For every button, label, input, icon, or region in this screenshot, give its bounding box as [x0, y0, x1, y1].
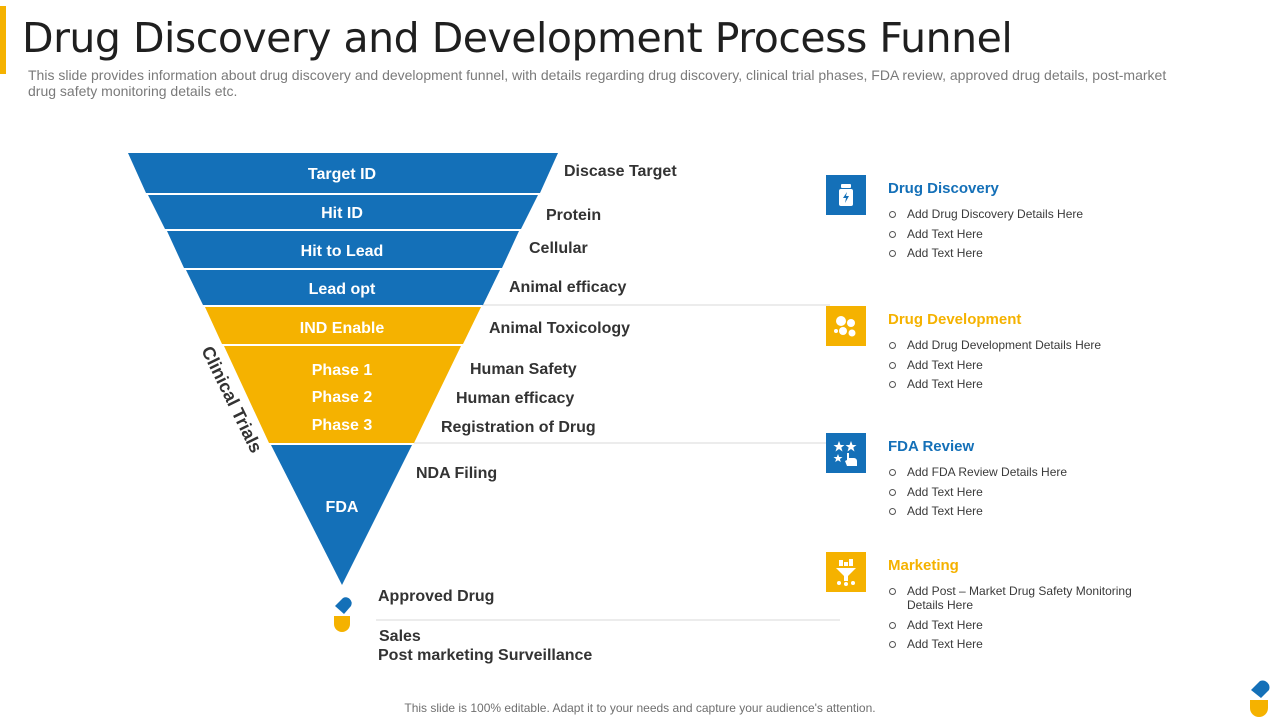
- footer-note: This slide is 100% editable. Adapt it to…: [404, 701, 876, 715]
- label-animal-efficacy: Animal efficacy: [509, 279, 627, 296]
- label-protein: Protein: [546, 207, 602, 224]
- list-item: Add Text Here: [888, 504, 1158, 518]
- phase-label: Phase 1: [312, 362, 373, 379]
- list-item: Add Text Here: [888, 246, 1158, 260]
- stars-hand-icon: [826, 433, 866, 473]
- label-animal-toxicology: Animal Toxicology: [489, 320, 631, 337]
- medicine-bottle-icon: [826, 175, 866, 215]
- funnel-band-target-id: [128, 153, 558, 193]
- funnel-band-ind-enable: [205, 307, 481, 344]
- funnel-band-phases: [224, 346, 461, 443]
- phase-label: Phase 2: [312, 389, 373, 406]
- label-post-marketing: Post marketing Surveillance: [378, 647, 593, 664]
- list-item: Add Post – Market Drug Safety Monitoring…: [888, 584, 1158, 612]
- section-list: Add Drug Development Details Here Add Te…: [888, 338, 1158, 397]
- section-list: Add Post – Market Drug Safety Monitoring…: [888, 584, 1158, 657]
- list-item: Add Drug Development Details Here: [888, 338, 1158, 352]
- funnel-band-hit-to-lead: [167, 231, 519, 268]
- section-list: Add FDA Review Details Here Add Text Her…: [888, 465, 1158, 524]
- label-disease-target: Discase Target: [564, 163, 677, 180]
- list-item: Add Drug Discovery Details Here: [888, 207, 1158, 221]
- list-item: Add Text Here: [888, 377, 1158, 391]
- label-approved-drug: Approved Drug: [378, 588, 495, 605]
- page-subtitle: This slide provides information about dr…: [28, 67, 1167, 99]
- list-item: Add Text Here: [888, 227, 1158, 241]
- molecules-icon: [826, 306, 866, 346]
- funnel-band-lead-opt: [186, 270, 500, 305]
- section-title: Drug Development: [888, 311, 1022, 328]
- section-list: Add Drug Discovery Details Here Add Text…: [888, 207, 1158, 266]
- capsule-icon: [334, 597, 352, 632]
- list-item: Add Text Here: [888, 637, 1158, 651]
- list-item: Add Text Here: [888, 618, 1158, 632]
- section-title: FDA Review: [888, 438, 975, 455]
- section-title: Drug Discovery: [888, 180, 999, 197]
- brand-capsule-icon: [1250, 680, 1270, 717]
- list-item: Add Text Here: [888, 485, 1158, 499]
- stage-label: IND Enable: [300, 320, 385, 337]
- label-human-efficacy: Human efficacy: [456, 390, 575, 407]
- label-sales: Sales: [379, 628, 421, 645]
- label-nda-filing: NDA Filing: [416, 465, 498, 482]
- stage-label: Lead opt: [309, 281, 376, 298]
- stage-label: Target ID: [308, 166, 376, 183]
- title-accent-bar: [0, 6, 6, 74]
- fda-label: FDA: [326, 499, 359, 516]
- phase-label: Phase 3: [312, 417, 373, 434]
- stage-label: Hit ID: [321, 205, 363, 222]
- funnel-band-fda: [271, 445, 412, 585]
- label-human-safety: Human Safety: [470, 361, 577, 378]
- list-item: Add FDA Review Details Here: [888, 465, 1158, 479]
- page-title: Drug Discovery and Development Process F…: [22, 14, 1013, 62]
- list-item: Add Text Here: [888, 358, 1158, 372]
- section-title: Marketing: [888, 557, 959, 574]
- label-cellular: Cellular: [529, 240, 588, 257]
- stage-label: Hit to Lead: [301, 243, 384, 260]
- funnel-chart-icon: [826, 552, 866, 592]
- label-registration: Registration of Drug: [441, 419, 596, 436]
- funnel-band-hit-id: [148, 195, 538, 229]
